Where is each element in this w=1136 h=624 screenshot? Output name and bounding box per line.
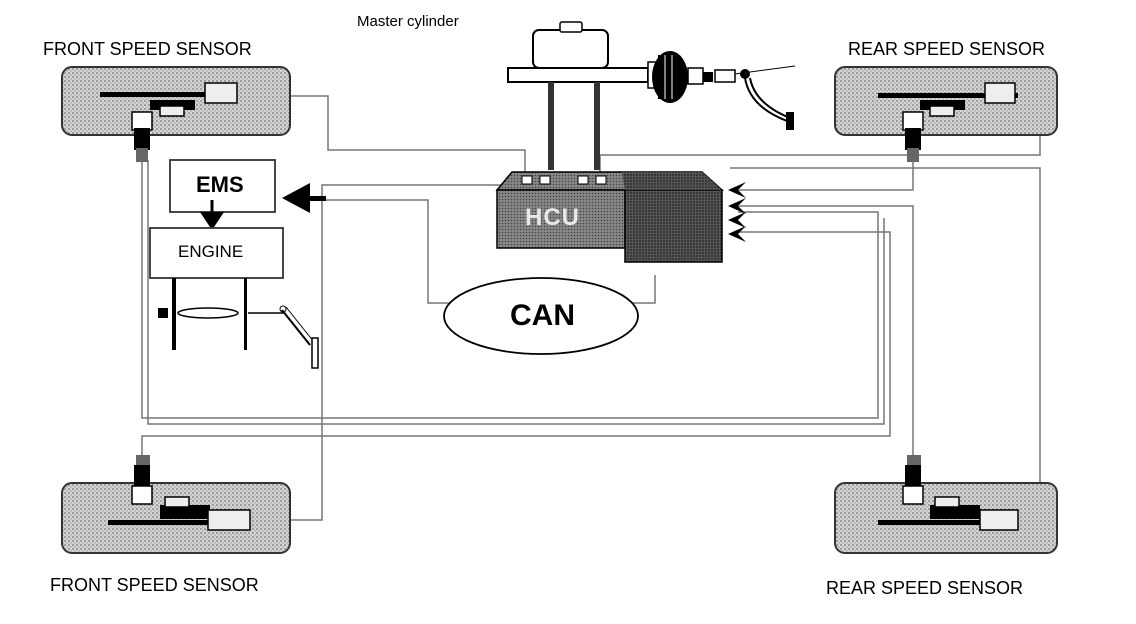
engine-label: ENGINE bbox=[178, 242, 244, 261]
front-top-sensor-label: FRONT SPEED SENSOR bbox=[43, 39, 252, 59]
wire-rr-bottom-2 bbox=[730, 167, 1041, 521]
rear-bottom-sensor-label: REAR SPEED SENSOR bbox=[826, 578, 1024, 598]
wire-fl-cable-2 bbox=[147, 160, 885, 425]
arrow-down-icon bbox=[200, 212, 224, 230]
wire-fl-cable bbox=[141, 160, 879, 419]
can-to-ems-arrow bbox=[282, 183, 326, 213]
wire-fl-bottom bbox=[141, 231, 891, 455]
can-label: CAN bbox=[510, 299, 575, 332]
hcu-label: HCU bbox=[525, 204, 580, 231]
arrow-icon bbox=[728, 226, 746, 242]
wire-fl-bottom-2 bbox=[290, 184, 520, 521]
wheel-front-top bbox=[61, 66, 291, 162]
engine-block bbox=[149, 227, 319, 369]
hcu-ecu-unit bbox=[495, 171, 724, 263]
wiring bbox=[141, 95, 1041, 521]
arrow-icon bbox=[728, 212, 746, 228]
master-cylinder bbox=[507, 21, 649, 170]
arrow-icon bbox=[728, 182, 746, 198]
master-cylinder-label: Master cylinder bbox=[357, 13, 459, 30]
ems-block bbox=[169, 159, 276, 213]
can-bus-node bbox=[443, 277, 639, 355]
wire-rr-top-2 bbox=[738, 160, 914, 191]
arrow-left-icon bbox=[282, 183, 310, 213]
brake-booster bbox=[647, 51, 796, 130]
rear-top-sensor-label: REAR SPEED SENSOR bbox=[848, 39, 1046, 59]
arrow-icon bbox=[728, 198, 746, 214]
ems-label: EMS bbox=[196, 172, 244, 197]
sensor-input-arrows bbox=[728, 182, 746, 242]
wire-fl-to-hcu bbox=[290, 95, 526, 172]
wire-rr-bottom bbox=[738, 205, 914, 455]
front-bottom-sensor-label: FRONT SPEED SENSOR bbox=[50, 575, 259, 595]
ems-to-engine-arrow bbox=[200, 200, 224, 230]
can-bus-line bbox=[325, 199, 656, 304]
wheel-rear-bottom bbox=[834, 455, 1058, 554]
wheel-front-bottom bbox=[61, 455, 291, 554]
wheel-rear-top bbox=[834, 66, 1058, 162]
